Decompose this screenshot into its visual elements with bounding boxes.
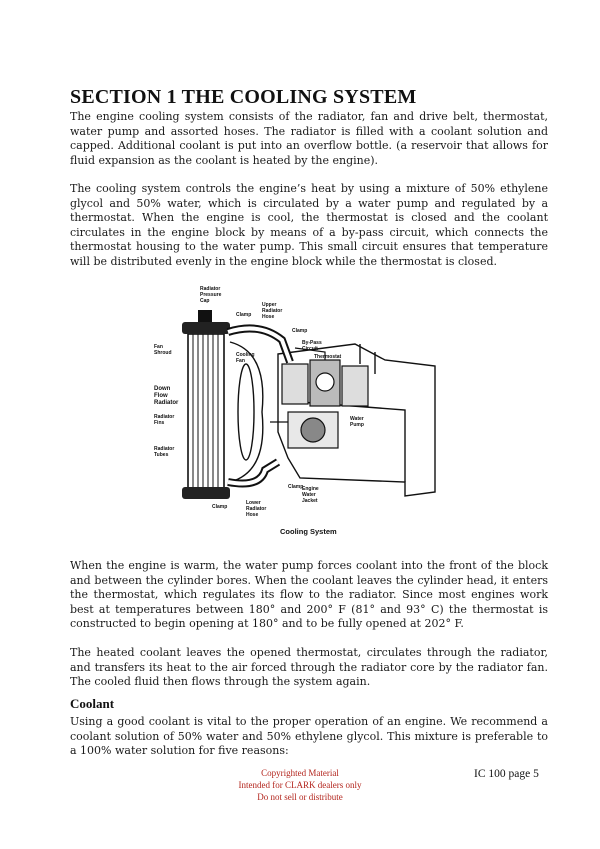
copyright-line-1: Copyrighted Material xyxy=(261,768,339,778)
label-down-flow-2: Flow xyxy=(154,393,168,399)
label-down-flow-3: Radiator xyxy=(154,400,179,406)
cooling-control-paragraph: The cooling system controls the engine’s… xyxy=(70,182,548,268)
coolant-subheading: Coolant xyxy=(70,696,115,711)
label-clamp-mid: Clamp xyxy=(292,328,307,334)
copyright-notice: Copyrighted Material Intended for CLARK … xyxy=(225,767,375,803)
page-number: IC 100 page 5 xyxy=(474,768,539,780)
radiator-core xyxy=(182,310,230,499)
label-lower-hose-3: Hose xyxy=(246,512,258,518)
label-pressure-cap-2: Pressure xyxy=(200,292,222,298)
diagram-labels: Radiator Pressure Cap Clamp Upper Radiat… xyxy=(154,286,364,536)
diagram-caption: Cooling System xyxy=(280,527,337,536)
label-thermostat: Thermostat xyxy=(314,354,342,360)
label-clamp-bottom: Clamp xyxy=(212,504,227,510)
label-bypass-2: Circuit xyxy=(302,346,318,352)
label-cooling-fan-1: Cooling xyxy=(236,352,255,358)
label-clamp-lower-right: Clamp xyxy=(288,484,303,490)
label-upper-hose-1: Upper xyxy=(262,302,277,308)
label-pressure-cap-3: Cap xyxy=(200,298,209,304)
fan-shroud xyxy=(229,341,264,483)
label-water-pump-1: Water xyxy=(350,416,364,422)
heated-coolant-paragraph: The heated coolant leaves the opened the… xyxy=(70,646,548,689)
label-lower-hose-2: Radiator xyxy=(246,506,266,512)
label-pressure-cap-1: Radiator xyxy=(200,286,220,292)
label-radiator-fins-1: Radiator xyxy=(154,414,174,420)
label-fan-shroud-2: Shroud xyxy=(154,350,172,356)
label-water-jacket-1: Engine xyxy=(302,486,319,492)
cooling-system-diagram: Radiator Pressure Cap Clamp Upper Radiat… xyxy=(154,286,436,536)
label-radiator-tubes-2: Tubes xyxy=(154,452,169,458)
section-title: SECTION 1 THE COOLING SYSTEM xyxy=(70,86,417,108)
label-water-jacket-2: Water xyxy=(302,492,316,498)
label-cooling-fan-2: Fan xyxy=(236,358,245,364)
intro-paragraph: The engine cooling system consists of th… xyxy=(70,110,548,167)
copyright-line-2: Intended for CLARK dealers only xyxy=(238,780,362,790)
engine-internals xyxy=(270,347,369,449)
label-water-jacket-3: Jacket xyxy=(302,498,318,504)
label-upper-hose-2: Radiator xyxy=(262,308,282,314)
label-clamp-top: Clamp xyxy=(236,312,251,318)
label-radiator-fins-2: Fins xyxy=(154,420,164,426)
label-water-pump-2: Pump xyxy=(350,422,364,428)
label-radiator-tubes-1: Radiator xyxy=(154,446,174,452)
label-down-flow-1: Down xyxy=(154,386,171,392)
label-fan-shroud-1: Fan xyxy=(154,344,163,350)
copyright-line-3: Do not sell or distribute xyxy=(257,792,343,802)
warm-engine-paragraph: When the engine is warm, the water pump … xyxy=(70,559,548,631)
label-lower-hose-1: Lower xyxy=(246,500,261,506)
coolant-paragraph: Using a good coolant is vital to the pro… xyxy=(70,715,548,758)
label-upper-hose-3: Hose xyxy=(262,314,274,320)
label-bypass-1: By-Pass xyxy=(302,340,322,346)
